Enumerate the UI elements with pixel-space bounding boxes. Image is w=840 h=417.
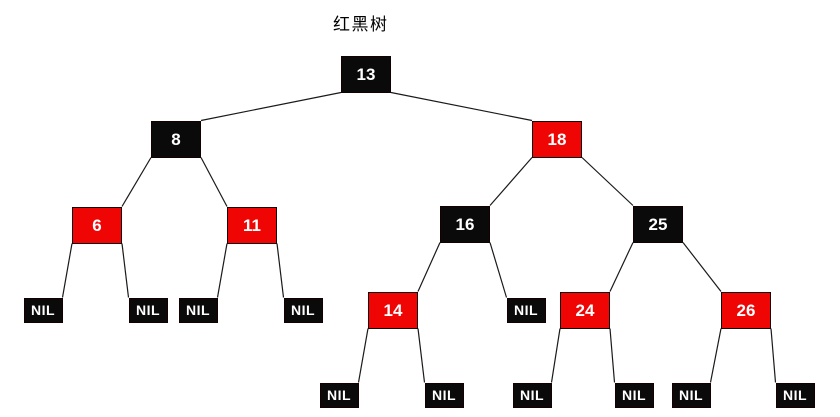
tree-node-26: 26 (721, 291, 771, 329)
tree-edge (609, 242, 634, 292)
tree-edge (709, 328, 722, 383)
tree-edge (357, 328, 369, 383)
tree-edge (200, 91, 342, 122)
tree-edge (581, 157, 634, 206)
nil-leaf-node: NIL (671, 382, 711, 408)
nil-leaf-node: NIL (128, 297, 168, 323)
tree-node-13: 13 (341, 55, 391, 93)
tree-edge (121, 243, 130, 298)
nil-leaf-node: NIL (512, 382, 552, 408)
nil-leaf-node: NIL (319, 382, 359, 408)
tree-node-16: 16 (440, 205, 490, 243)
nil-leaf-node: NIL (614, 382, 654, 408)
tree-edge (121, 157, 152, 207)
tree-edge (770, 328, 777, 383)
nil-leaf-node: NIL (178, 297, 218, 323)
tree-node-18: 18 (532, 120, 582, 158)
tree-edge (489, 242, 508, 298)
tree-edge (489, 157, 533, 206)
tree-edge (417, 242, 441, 292)
nil-leaf-node: NIL (283, 297, 323, 323)
nil-leaf-node: NIL (424, 382, 464, 408)
diagram-title: 红黑树 (333, 15, 389, 34)
nil-leaf-node: NIL (506, 297, 546, 323)
tree-edge (61, 243, 73, 298)
tree-node-24: 24 (560, 291, 610, 329)
tree-node-6: 6 (72, 206, 122, 244)
tree-edge (390, 91, 533, 122)
tree-edge (417, 328, 426, 383)
tree-edge (609, 328, 616, 383)
tree-edge (200, 157, 228, 207)
tree-edge (276, 243, 285, 298)
tree-edge (216, 243, 228, 298)
tree-edge (682, 242, 722, 292)
nil-leaf-node: NIL (775, 382, 815, 408)
nil-leaf-node: NIL (23, 297, 63, 323)
tree-node-25: 25 (633, 205, 683, 243)
tree-node-14: 14 (368, 291, 418, 329)
tree-node-8: 8 (151, 120, 201, 158)
tree-node-11: 11 (227, 206, 277, 244)
tree-edge (550, 328, 561, 383)
